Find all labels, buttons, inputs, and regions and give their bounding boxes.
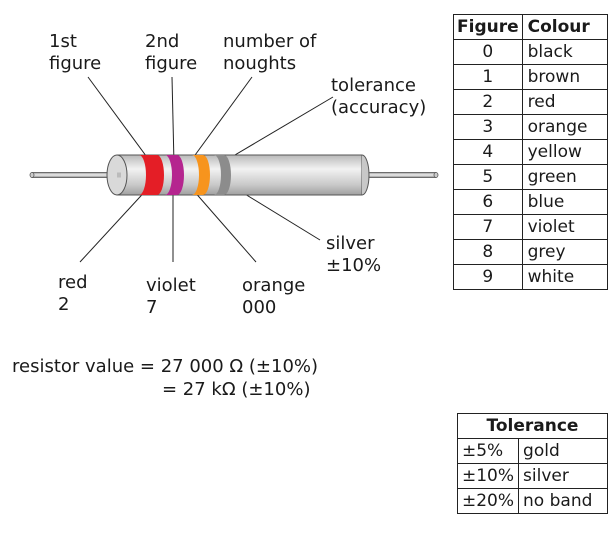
- orange-band: [192, 155, 210, 195]
- resistor-diagram: [29, 76, 439, 263]
- red-label: red 2: [58, 272, 88, 315]
- first-figure-label: 1st figure: [49, 31, 102, 74]
- table-row: ±10%silver: [456, 463, 608, 489]
- tolerance-table: Tolerance ±5%gold ±10%silver ±20%no band: [456, 413, 608, 514]
- silver-label: silver ±10%: [326, 233, 382, 276]
- table-row: ±20%no band: [456, 488, 608, 514]
- red-band: [139, 155, 155, 195]
- orange-label: orange 000: [242, 275, 306, 318]
- resistor-right-end: [361, 154, 370, 196]
- right-lead-wire: [357, 172, 437, 178]
- resistor-value-line2: = 27 kΩ (±10%): [162, 379, 311, 400]
- figure-header: Figure: [453, 14, 523, 40]
- violet-band: [165, 155, 184, 195]
- right-lead-end: [433, 172, 439, 178]
- left-lead-end: [29, 172, 35, 178]
- colour-header: Colour: [521, 14, 608, 40]
- resistor-value-line1: resistor value = 27 000 Ω (±10%): [12, 356, 319, 377]
- table-row: ±5%gold: [456, 438, 608, 464]
- second-figure-label: 2nd figure: [145, 31, 198, 74]
- red-band-2: [146, 155, 164, 195]
- tolerance-label: tolerance (accuracy): [331, 75, 427, 118]
- noughts-label: number of noughts: [223, 31, 317, 74]
- leader-lines: [79, 76, 334, 263]
- silver-band: [214, 155, 231, 195]
- table-header-row: Tolerance: [457, 413, 608, 439]
- table-header-row: Figure Colour: [453, 14, 608, 40]
- tolerance-header: Tolerance: [457, 413, 608, 439]
- left-lead-wire: [31, 172, 118, 178]
- violet-label: violet 7: [146, 275, 196, 318]
